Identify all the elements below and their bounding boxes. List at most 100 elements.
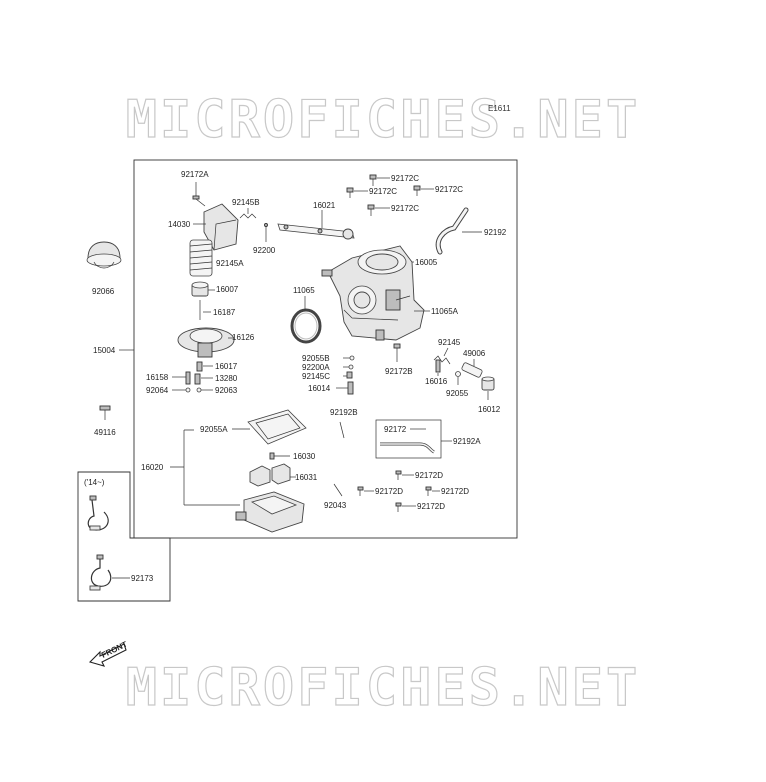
part-92200-pin [264, 223, 268, 242]
part-16031-float [249, 463, 291, 487]
watermark-bottom: MICROFICHES.NET [125, 657, 641, 718]
part-92172D-screw-4 [395, 502, 402, 512]
label-92063[interactable]: 92063 [215, 386, 238, 395]
label-92172C-1[interactable]: 92172C [391, 174, 419, 183]
label-16158[interactable]: 16158 [146, 373, 169, 382]
part-92064-ring [185, 387, 191, 393]
label-92145C[interactable]: 92145C [302, 372, 330, 381]
part-92172D-screw-2 [357, 486, 364, 496]
inset-frame [77, 471, 171, 602]
part-92192-hose [435, 207, 469, 255]
label-16014[interactable]: 16014 [308, 384, 331, 393]
label-92145B[interactable]: 92145B [232, 198, 260, 207]
part-clamp-upper [87, 495, 109, 531]
label-92173[interactable]: 92173 [131, 574, 154, 583]
part-16017-jet [196, 361, 203, 372]
part-92172C-screw-2 [346, 187, 354, 198]
part-92192A-hose [380, 442, 435, 454]
label-92172D-1[interactable]: 92172D [415, 471, 443, 480]
label-92055[interactable]: 92055 [446, 389, 469, 398]
label-92192[interactable]: 92192 [484, 228, 507, 237]
part-92145A-spring [189, 239, 213, 277]
part-92192B-pin [339, 421, 345, 439]
label-16031[interactable]: 16031 [295, 473, 318, 482]
part-float-bowl [235, 491, 305, 533]
part-16030-pin [269, 452, 290, 460]
part-92172C-screw-3 [413, 185, 421, 196]
part-92063-ring [196, 387, 202, 393]
label-92200[interactable]: 92200 [253, 246, 276, 255]
part-92145B-spring [239, 208, 257, 219]
label-92172D-4[interactable]: 92172D [417, 502, 445, 511]
part-92172A-screw [192, 182, 206, 207]
label-92172[interactable]: 92172 [384, 425, 407, 434]
front-label: FRONT [100, 640, 129, 660]
part-16014-screw [347, 381, 354, 395]
part-92066-cap [86, 241, 122, 269]
label-92172C-3[interactable]: 92172C [435, 185, 463, 194]
label-92043[interactable]: 92043 [324, 501, 347, 510]
part-92172D-screw-3 [425, 486, 432, 496]
part-92145-spring [433, 355, 451, 365]
part-16021-bracket [277, 223, 355, 240]
label-15004[interactable]: 15004 [93, 346, 116, 355]
label-92145A[interactable]: 92145A [216, 259, 244, 268]
label-14030[interactable]: 14030 [168, 220, 191, 229]
label-92066[interactable]: 92066 [92, 287, 115, 296]
part-14030-cover [203, 203, 239, 251]
label-92172C-4[interactable]: 92172C [391, 204, 419, 213]
hose-inset-box [375, 419, 442, 459]
label-49116[interactable]: 49116 [94, 428, 116, 437]
part-92055-ring [455, 371, 461, 377]
part-92055A-gasket [247, 409, 307, 445]
label-16126[interactable]: 16126 [232, 333, 255, 342]
label-16021[interactable]: 16021 [313, 201, 336, 210]
label-92055B[interactable]: 92055B [302, 354, 330, 363]
label-49006[interactable]: 49006 [463, 349, 486, 358]
watermark-top: MICROFICHES.NET [125, 89, 641, 150]
label-16017[interactable]: 16017 [215, 362, 238, 371]
part-13280-jet [194, 373, 201, 385]
part-16126-diaphragm [177, 327, 235, 358]
part-16012-cap [481, 376, 495, 391]
label-16007[interactable]: 16007 [216, 285, 239, 294]
label-16005[interactable]: 16005 [415, 258, 438, 267]
part-11065-ring [290, 308, 322, 344]
label-11065A[interactable]: 11065A [431, 307, 459, 316]
part-92055B-ring [349, 355, 355, 361]
label-92064[interactable]: 92064 [146, 386, 169, 395]
part-92172B-screw [393, 343, 401, 362]
label-92172A[interactable]: 92172A [181, 170, 209, 179]
label-92172B[interactable]: 92172B [385, 367, 413, 376]
label-13280[interactable]: 13280 [215, 374, 238, 383]
label-11065[interactable]: 11065 [293, 286, 315, 295]
part-16158-jet [185, 371, 191, 385]
part-92043-pin [333, 483, 343, 497]
part-49006-plunger [461, 362, 483, 378]
label-92145[interactable]: 92145 [438, 338, 461, 347]
part-16016-screw [435, 359, 441, 373]
label-92055A[interactable]: 92055A [200, 425, 228, 434]
label-16020[interactable]: 16020 [141, 463, 164, 472]
label-92192A[interactable]: 92192A [453, 437, 481, 446]
label-16012[interactable]: 16012 [478, 405, 501, 414]
label-92200A[interactable]: 92200A [302, 363, 330, 372]
part-92172C-screw-1 [369, 174, 377, 186]
label-92172C-2[interactable]: 92172C [369, 187, 397, 196]
diagram-code: E1611 [488, 104, 511, 113]
label-92172D-3[interactable]: 92172D [441, 487, 469, 496]
part-92200A-washer [348, 364, 354, 370]
label-92172D-2[interactable]: 92172D [375, 487, 403, 496]
label-16016[interactable]: 16016 [425, 377, 448, 386]
part-92172D-screw-1 [395, 470, 402, 480]
label-16187[interactable]: 16187 [213, 308, 236, 317]
part-49116-fitting [99, 405, 111, 420]
assembly-frame [133, 159, 518, 539]
label-92192B[interactable]: 92192B [330, 408, 358, 417]
front-arrow-icon: FRONT [88, 640, 129, 667]
part-16007-holder [191, 281, 209, 297]
label-16030[interactable]: 16030 [293, 452, 316, 461]
part-16005-carburetor [321, 245, 425, 341]
part-92172C-screw-4 [367, 204, 375, 216]
